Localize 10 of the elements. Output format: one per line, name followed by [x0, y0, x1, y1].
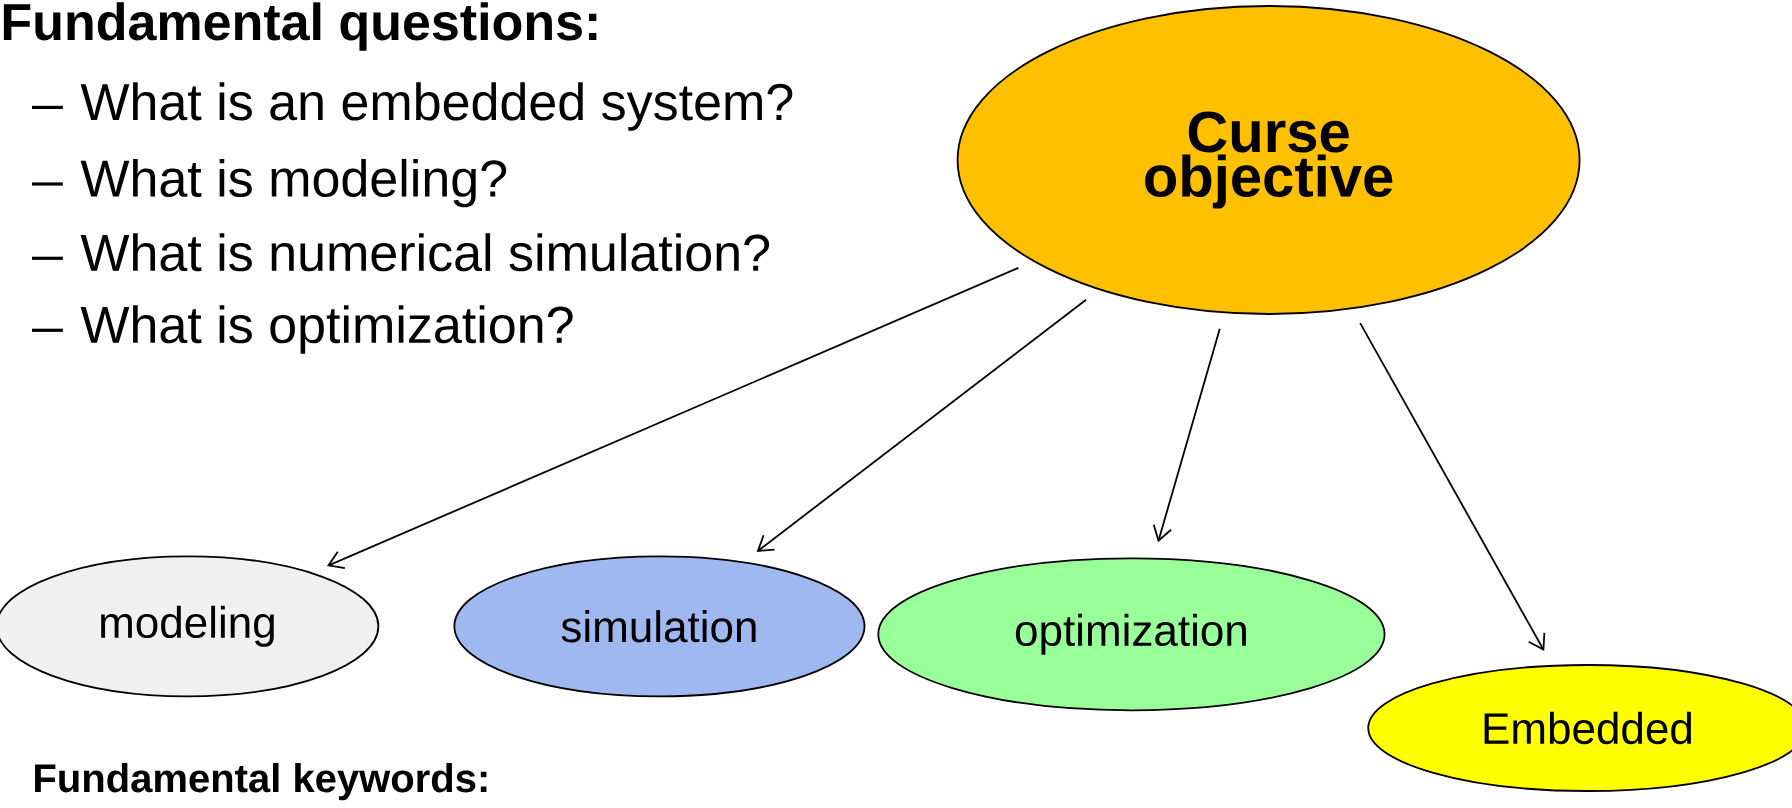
question-text: What is numerical simulation? — [80, 233, 770, 272]
arrow — [756, 298, 1087, 552]
question-text: What is optimization? — [80, 305, 573, 354]
question-text: What is an embedded system? — [80, 82, 793, 131]
subheading: Fundamental keywords: — [35, 763, 487, 801]
question-text: What is modeling? — [80, 158, 507, 208]
heading: Fundamental questions: — [3, 2, 597, 51]
arrow — [1359, 322, 1546, 651]
arrow — [1152, 327, 1221, 543]
arrow — [326, 267, 1020, 570]
